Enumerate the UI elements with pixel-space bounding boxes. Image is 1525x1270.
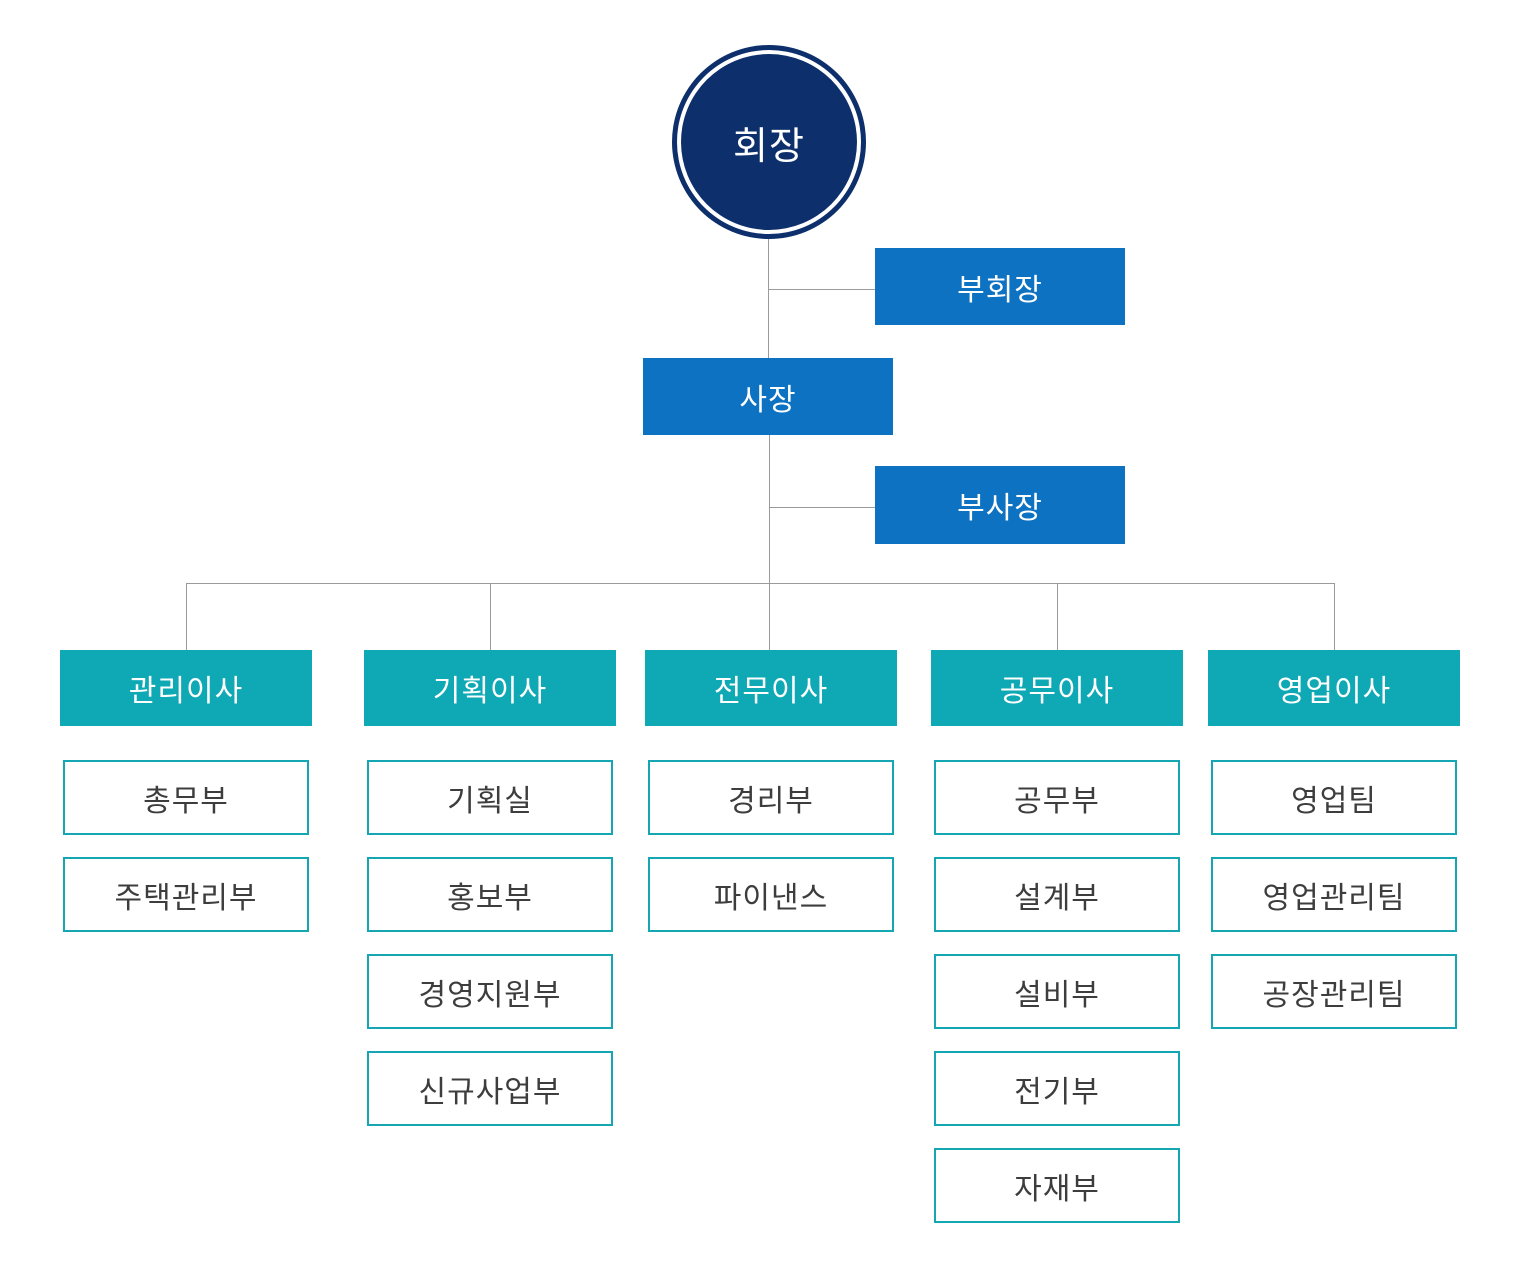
department-box: 영업팀: [1211, 760, 1457, 835]
department-box: 경리부: [648, 760, 894, 835]
connector-drop-division-5: [1334, 583, 1335, 650]
division-header: 전무이사: [645, 650, 897, 726]
department-box: 영업관리팀: [1211, 857, 1457, 932]
department-box: 홍보부: [367, 857, 613, 932]
department-label: 공무부: [1014, 784, 1100, 818]
division-column-planning: 기획이사 기획실 홍보부 경영지원부 신규사업부: [364, 650, 616, 1126]
division-column-management: 관리이사 총무부 주택관리부: [60, 650, 312, 932]
department-label: 경영지원부: [418, 978, 562, 1012]
division-title: 영업이사: [1276, 675, 1392, 708]
department-box: 주택관리부: [63, 857, 309, 932]
department-label: 전기부: [1014, 1075, 1100, 1109]
chairman-node: 회장: [681, 54, 857, 230]
division-header: 영업이사: [1208, 650, 1460, 726]
department-box: 기획실: [367, 760, 613, 835]
department-label: 주택관리부: [114, 881, 258, 915]
connector-vice-president: [769, 507, 875, 508]
connector-drop-division-1: [186, 583, 187, 650]
division-title: 전무이사: [713, 675, 829, 708]
department-label: 설비부: [1014, 978, 1100, 1012]
department-box: 전기부: [934, 1051, 1180, 1126]
division-title: 기획이사: [432, 675, 548, 708]
department-box: 공무부: [934, 760, 1180, 835]
vice-president-node: 부사장: [875, 466, 1125, 544]
president-node: 사장: [643, 358, 893, 435]
chairman-label: 회장: [733, 125, 805, 168]
department-label: 자재부: [1014, 1172, 1100, 1206]
division-header: 공무이사: [931, 650, 1183, 726]
division-header: 관리이사: [60, 650, 312, 726]
department-label: 영업관리팀: [1262, 881, 1406, 915]
department-label: 기획실: [447, 784, 533, 818]
department-label: 파이낸스: [713, 881, 829, 915]
department-label: 공장관리팀: [1262, 978, 1406, 1012]
department-label: 설계부: [1014, 881, 1100, 915]
division-title: 관리이사: [128, 675, 244, 708]
connector-division-span: [186, 583, 1334, 584]
connector-drop-division-2: [490, 583, 491, 650]
department-label: 신규사업부: [418, 1075, 562, 1109]
department-box: 신규사업부: [367, 1051, 613, 1126]
division-title: 공무이사: [999, 675, 1115, 708]
connector-president-down: [769, 435, 770, 650]
vice-president-label: 부사장: [957, 492, 1043, 525]
department-label: 경리부: [728, 784, 814, 818]
connector-vice-chairman: [768, 289, 875, 290]
vice-chairman-node: 부회장: [875, 248, 1125, 325]
connector-drop-division-4: [1057, 583, 1058, 650]
department-box: 설계부: [934, 857, 1180, 932]
department-box: 파이낸스: [648, 857, 894, 932]
department-box: 경영지원부: [367, 954, 613, 1029]
department-label: 총무부: [143, 784, 229, 818]
division-header: 기획이사: [364, 650, 616, 726]
department-box: 총무부: [63, 760, 309, 835]
department-label: 영업팀: [1291, 784, 1377, 818]
department-box: 자재부: [934, 1148, 1180, 1223]
department-label: 홍보부: [447, 881, 533, 915]
president-label: 사장: [739, 383, 797, 417]
vice-chairman-label: 부회장: [957, 273, 1043, 307]
connector-chairman-president: [768, 239, 769, 358]
department-box: 설비부: [934, 954, 1180, 1029]
division-column-executive: 전무이사 경리부 파이낸스: [645, 650, 897, 932]
division-column-engineering: 공무이사 공무부 설계부 설비부 전기부 자재부: [931, 650, 1183, 1223]
department-box: 공장관리팀: [1211, 954, 1457, 1029]
division-column-sales: 영업이사 영업팀 영업관리팀 공장관리팀: [1208, 650, 1460, 1029]
